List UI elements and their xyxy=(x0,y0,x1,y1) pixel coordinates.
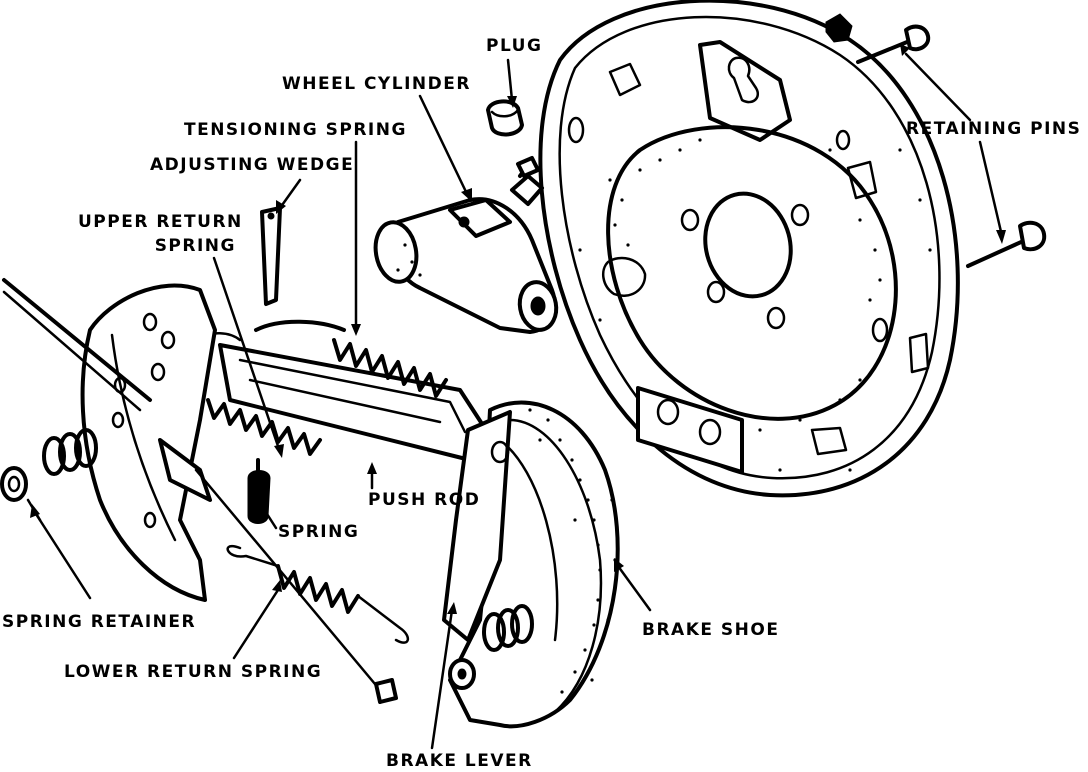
label-tensioning-spring: TENSIONING SPRING xyxy=(184,120,407,140)
wheel-cylinder xyxy=(373,156,559,334)
plug xyxy=(486,99,524,137)
label-spring: SPRING xyxy=(278,522,360,542)
label-brake-lever: BRAKE LEVER xyxy=(386,751,533,771)
retaining-pins xyxy=(825,13,1047,268)
lower-return-spring xyxy=(194,468,409,704)
label-spring-retainer: SPRING RETAINER xyxy=(2,612,197,632)
tensioning-spring xyxy=(332,338,448,398)
label-upper-return-spring: UPPER RETURN SPRING xyxy=(78,212,243,256)
brake-shoe xyxy=(442,400,620,729)
backing-plate xyxy=(538,0,960,498)
left-brake-shoe xyxy=(80,283,217,602)
adjusting-wedge xyxy=(260,206,282,306)
label-retaining-pins: RETAINING PINS xyxy=(906,119,1082,139)
label-wheel-cylinder: WHEEL CYLINDER xyxy=(282,74,471,94)
label-push-rod: PUSH ROD xyxy=(368,490,481,510)
parking-brake-cable xyxy=(2,278,152,412)
label-brake-shoe: BRAKE SHOE xyxy=(642,620,780,640)
label-upper-return-spring-line2: SPRING xyxy=(154,236,236,256)
leader-lines xyxy=(30,44,1006,750)
spring-retainer xyxy=(0,428,98,522)
label-adjusting-wedge: ADJUSTING WEDGE xyxy=(150,155,355,175)
label-upper-return-spring-line1: UPPER RETURN xyxy=(78,212,243,232)
label-lower-return-spring: LOWER RETURN SPRING xyxy=(64,662,323,682)
label-plug: PLUG xyxy=(486,36,543,56)
